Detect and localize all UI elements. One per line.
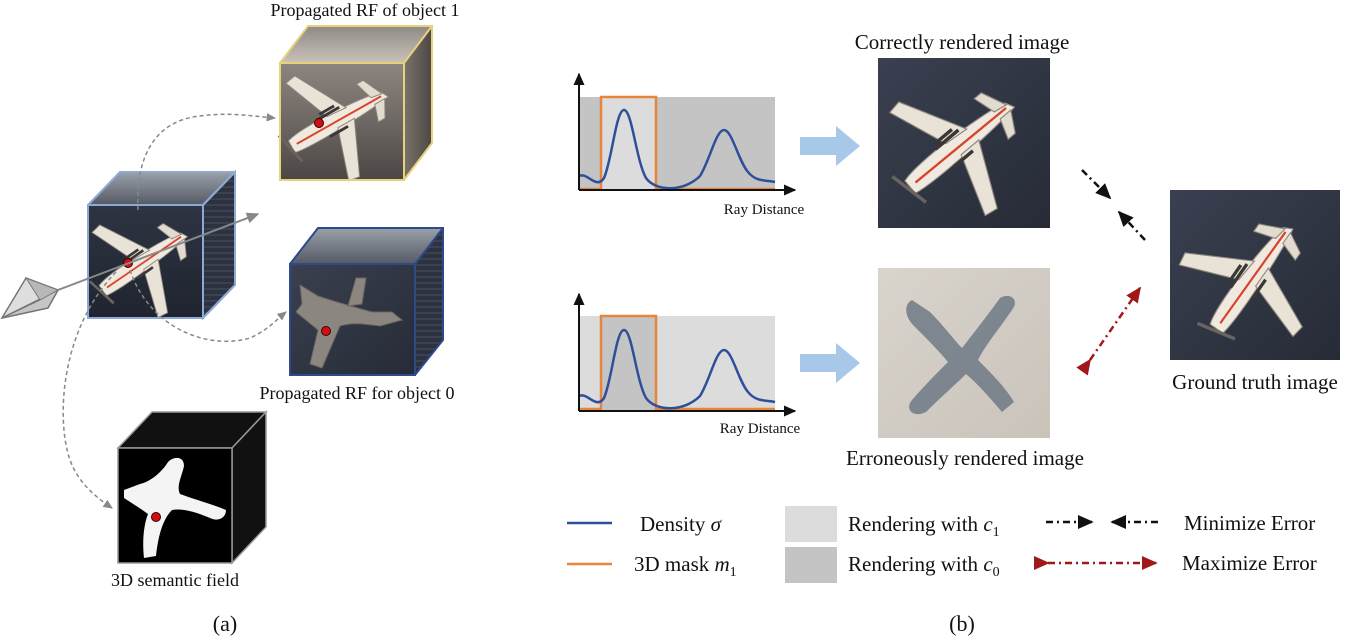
legend-minimize-label: Minimize Error bbox=[1184, 511, 1315, 535]
correct-image bbox=[856, 45, 1059, 249]
legend-density-label: Density σ bbox=[640, 512, 723, 536]
center-radiance-cube bbox=[65, 169, 236, 341]
legend-c0-swatch bbox=[785, 547, 837, 583]
flow-arrow-bottom bbox=[800, 343, 860, 383]
minimize-arrow-to-gt bbox=[1117, 210, 1146, 241]
render-region-c0-bottom bbox=[601, 316, 656, 410]
camera-icon bbox=[0, 277, 60, 320]
propagation-arrow-semantic bbox=[62, 271, 117, 509]
propagation-arrow-obj0 bbox=[129, 269, 287, 342]
density-curve-bottom bbox=[578, 328, 776, 410]
semantic-field-label: 3D semantic field bbox=[111, 570, 239, 590]
erroneous-image-label: Erroneously rendered image bbox=[846, 446, 1084, 470]
axis-label-top: Ray Distance bbox=[724, 202, 805, 218]
semantic-field-cube bbox=[116, 410, 268, 565]
legend-c1-label: Rendering with c1 bbox=[848, 512, 1000, 540]
erroneous-image bbox=[878, 268, 1050, 438]
caption-a: (a) bbox=[213, 611, 237, 636]
cube-object-1-label: Propagated RF of object 1 bbox=[271, 0, 460, 20]
ground-truth-label: Ground truth image bbox=[1172, 370, 1338, 394]
legend-mask-label: 3D mask m1 bbox=[634, 552, 737, 580]
legend-c0-label: Rendering with c0 bbox=[848, 552, 1000, 580]
minimize-arrow-to-rendered bbox=[1081, 169, 1112, 200]
density-plot-bottom: Ray Distance bbox=[573, 292, 801, 437]
legend-c1-swatch bbox=[785, 506, 837, 542]
axis-label-bottom: Ray Distance bbox=[720, 421, 801, 437]
panel-b: Ray Distance Ray Distance Correctly rend… bbox=[573, 30, 1347, 636]
cube-object-0-label: Propagated RF for object 0 bbox=[260, 383, 455, 403]
maximize-arrow bbox=[1076, 286, 1142, 376]
cube-object-1 bbox=[255, 25, 433, 203]
ground-truth-image bbox=[1154, 184, 1347, 376]
correct-image-label: Correctly rendered image bbox=[855, 30, 1070, 54]
render-region-c1-top bbox=[601, 97, 656, 189]
legend-maximize-label: Maximize Error bbox=[1182, 551, 1317, 575]
propagation-arrow-obj1 bbox=[137, 113, 277, 211]
density-curve-top bbox=[578, 108, 776, 190]
camera-ray bbox=[57, 212, 260, 291]
flow-arrow-top bbox=[800, 126, 860, 166]
cube-object-0 bbox=[289, 227, 444, 376]
panel-a: Propagated RF of object 1 Propagated RF … bbox=[0, 0, 460, 636]
density-plot-top: Ray Distance bbox=[573, 72, 805, 218]
legend: Density σ 3D mask m1 Rendering with c1 R… bbox=[567, 506, 1317, 583]
caption-b: (b) bbox=[949, 611, 975, 636]
